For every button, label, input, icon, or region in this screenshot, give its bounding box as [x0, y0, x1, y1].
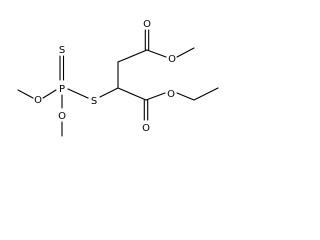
bond-c-o-ester-top [146, 49, 167, 58]
atom-s-thione: S [59, 45, 65, 56]
bond-ch-c-bottom [117, 87, 147, 101]
bond-p-o-left [42, 89, 57, 99]
atom-s-bridge: S [91, 96, 97, 107]
bond-o-ethyl-ch2 [176, 92, 195, 101]
molecule-drawing: S P O O S O O O O [17, 19, 219, 137]
bond-ethyl-ch2-ch3 [193, 87, 219, 101]
atom-p: P [59, 84, 65, 95]
bond-lines [17, 29, 219, 137]
atom-o-carbonyl-top: O [143, 19, 151, 30]
atom-o-p-bottom: O [58, 111, 66, 122]
atom-o-ester-bottom: O [167, 89, 175, 100]
bond-s-ch [99, 87, 119, 98]
bond-o-methyl-top [176, 47, 195, 58]
atom-o-carbonyl-bottom: O [142, 123, 150, 134]
bond-ch2-c-top [117, 49, 148, 63]
atom-labels: S P O O S O O O O [34, 19, 176, 134]
structure-diagram: S P O O S O O O O [0, 0, 236, 152]
bond-c-o-ester-bottom [145, 92, 166, 101]
atom-o-ester-top: O [168, 54, 176, 65]
atom-o-p-left: O [34, 95, 42, 106]
bond-o-methyl-left [17, 89, 34, 99]
bond-p-s-bridge [67, 88, 89, 99]
